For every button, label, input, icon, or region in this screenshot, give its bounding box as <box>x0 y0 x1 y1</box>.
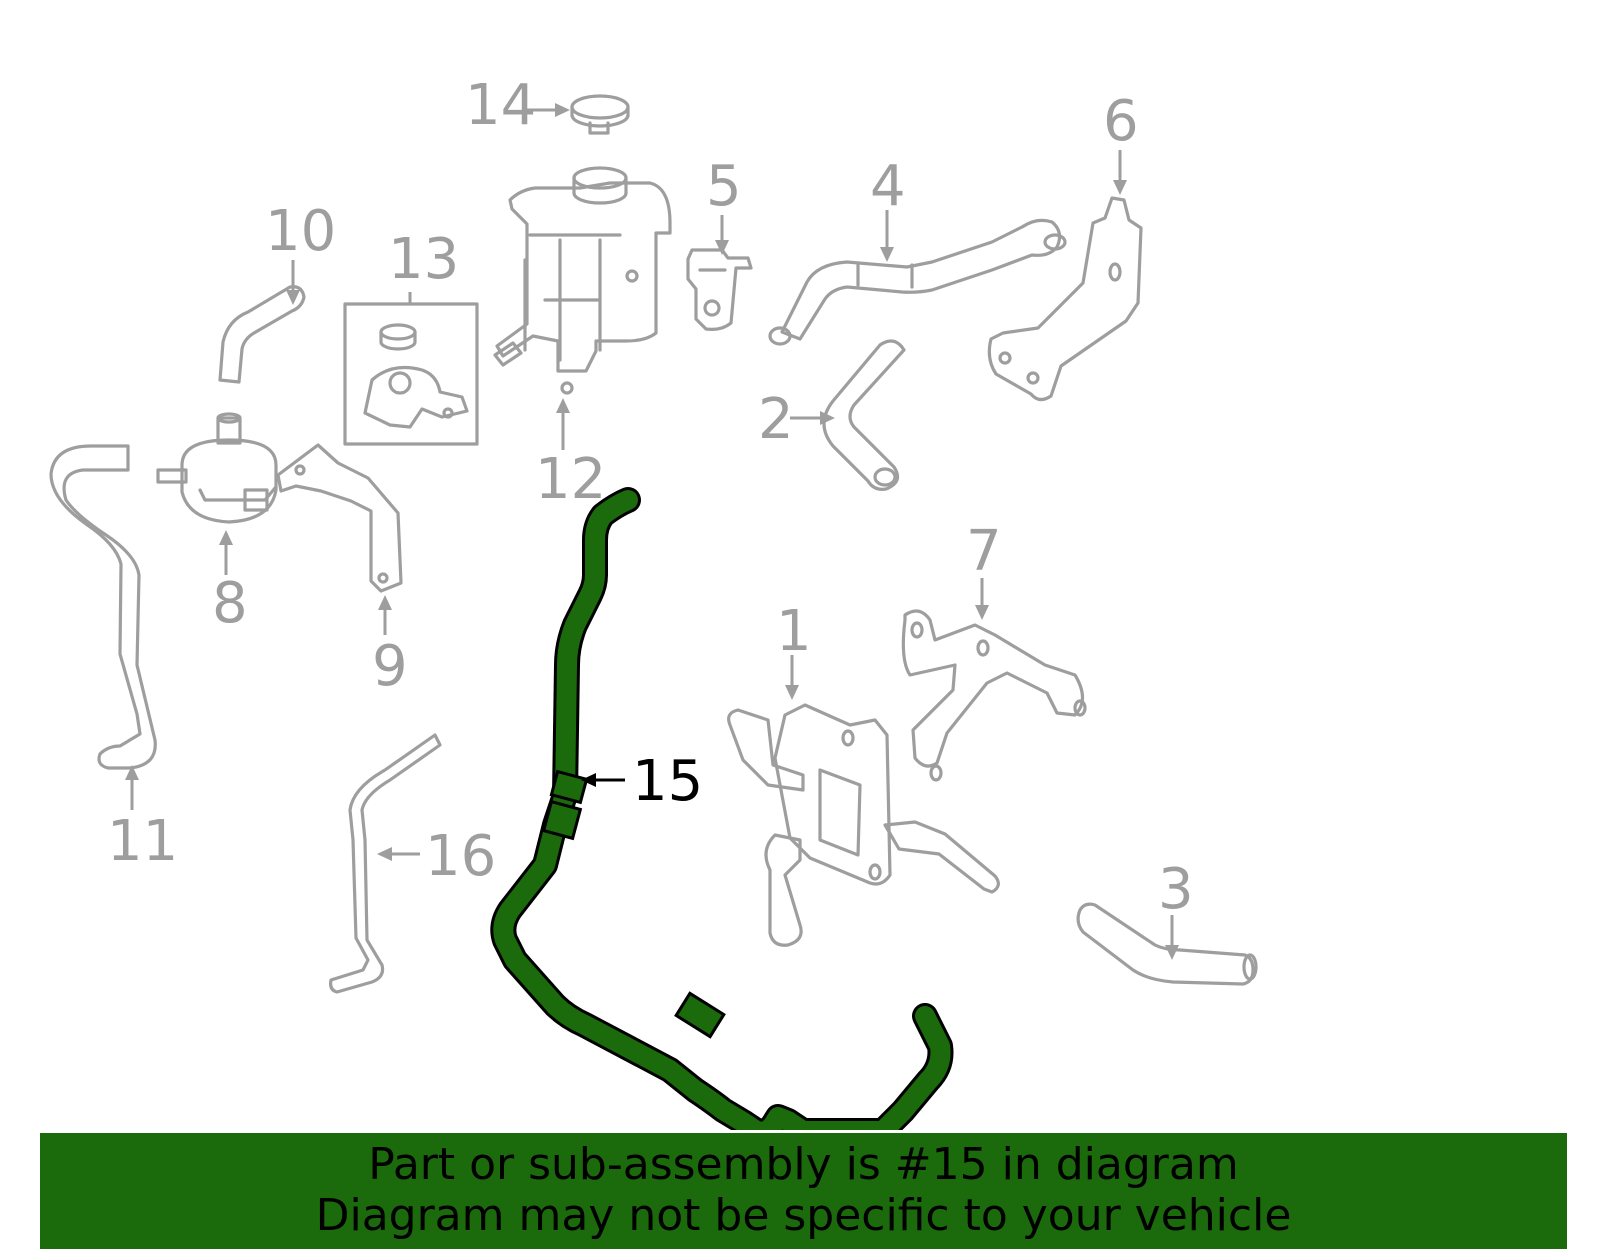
part-10-hose[interactable] <box>218 285 306 384</box>
part-13-kit[interactable] <box>343 302 479 446</box>
part-15-hose-highlighted[interactable] <box>490 487 954 1130</box>
label-9[interactable]: 9 <box>372 634 408 699</box>
label-5[interactable]: 5 <box>706 154 742 219</box>
part-9-bracket[interactable] <box>276 443 403 593</box>
arrowhead-5 <box>715 240 729 255</box>
banner-line-1: Part or sub-assembly is #15 in diagram <box>368 1139 1239 1190</box>
part-11-hose[interactable] <box>49 444 157 770</box>
part-1-cooler[interactable] <box>727 703 1000 947</box>
arrowhead-10 <box>286 290 300 305</box>
label-15[interactable]: 15 <box>632 749 703 814</box>
label-3[interactable]: 3 <box>1158 857 1194 922</box>
label-11[interactable]: 11 <box>107 809 178 874</box>
label-4[interactable]: 4 <box>870 154 906 219</box>
part-3-hose[interactable] <box>1076 902 1258 986</box>
label-12[interactable]: 12 <box>535 447 606 512</box>
label-16[interactable]: 16 <box>425 824 496 889</box>
part-2-hose[interactable] <box>822 339 906 491</box>
arrowhead-15 <box>581 773 596 787</box>
part-8-pump[interactable] <box>156 412 278 524</box>
arrowhead-7 <box>975 605 989 620</box>
arrowhead-11 <box>125 765 139 780</box>
arrowhead-12 <box>556 398 570 413</box>
part-6-bracket[interactable] <box>987 196 1143 402</box>
part-7-bracket[interactable] <box>901 609 1087 782</box>
part-16-tube[interactable] <box>329 733 442 994</box>
label-2[interactable]: 2 <box>758 387 794 452</box>
arrowhead-2 <box>820 411 835 425</box>
arrowhead-16 <box>377 847 392 861</box>
label-10[interactable]: 10 <box>265 199 336 264</box>
arrowhead-9 <box>378 595 392 610</box>
arrowhead-4 <box>880 247 894 262</box>
banner-line-2: Diagram may not be specific to your vehi… <box>315 1190 1292 1241</box>
part-12-reservoir[interactable] <box>493 166 672 395</box>
arrowhead-3 <box>1165 945 1179 960</box>
arrowhead-6 <box>1113 180 1127 195</box>
part-4-pipe[interactable] <box>768 218 1067 346</box>
label-6[interactable]: 6 <box>1103 89 1139 154</box>
label-14[interactable]: 14 <box>465 73 536 138</box>
label-1[interactable]: 1 <box>776 599 812 664</box>
arrowhead-1 <box>785 685 799 700</box>
part-14-cap[interactable] <box>570 94 630 135</box>
label-13[interactable]: 13 <box>388 227 459 292</box>
info-banner: Part or sub-assembly is #15 in diagram D… <box>40 1133 1567 1249</box>
parts-diagram: 14 12 13 10 8 <box>49 73 1258 1130</box>
part-5-bracket[interactable] <box>686 248 753 331</box>
label-8[interactable]: 8 <box>212 571 248 636</box>
label-7[interactable]: 7 <box>966 519 1002 584</box>
arrowhead-8 <box>219 530 233 545</box>
arrowhead-14 <box>555 103 570 117</box>
